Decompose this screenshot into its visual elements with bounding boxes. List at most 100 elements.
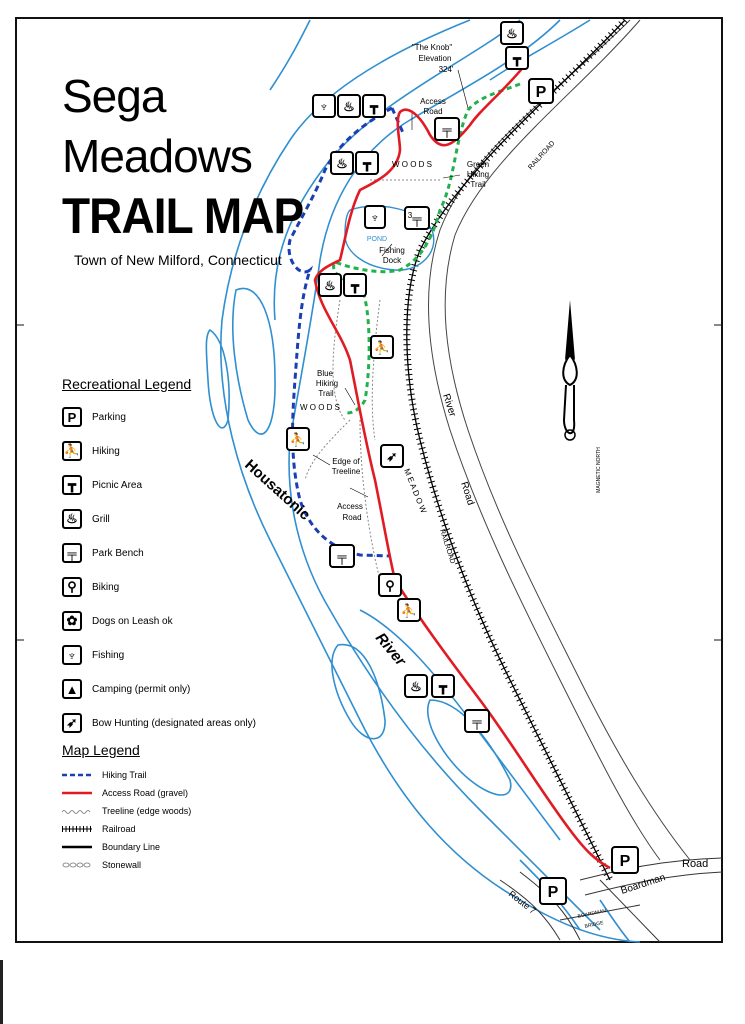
boardman-road bbox=[499, 857, 723, 943]
river-road bbox=[428, 19, 691, 861]
pond-label: POND bbox=[367, 236, 387, 243]
biking-icon: ⚲ bbox=[62, 577, 82, 597]
access-road bbox=[313, 64, 611, 870]
map-legend-label: Railroad bbox=[102, 824, 136, 834]
river-road-label: Road bbox=[458, 481, 476, 507]
svg-text:♨: ♨ bbox=[324, 278, 336, 293]
svg-text:⚲: ⚲ bbox=[385, 578, 395, 593]
magnetic-north-label: MAGNETIC NORTH bbox=[596, 447, 602, 493]
bow-hunting-icon: ➶ bbox=[380, 444, 404, 468]
svg-text:P: P bbox=[536, 84, 547, 101]
map-legend-item: Railroad bbox=[62, 820, 292, 838]
grill-icon: ♨ bbox=[330, 151, 354, 175]
park-bench-icon: ╤ bbox=[62, 543, 82, 563]
svg-text:┳: ┳ bbox=[438, 679, 448, 695]
legend-item: ➶ Bow Hunting (designated areas only) bbox=[62, 706, 292, 740]
legend-item: ⛹ Hiking bbox=[62, 434, 292, 468]
svg-text:♆: ♆ bbox=[370, 210, 380, 225]
map-legend-label: Boundary Line bbox=[102, 842, 161, 852]
picnic-table-icon: ┳ bbox=[355, 151, 379, 175]
bow-hunting-icon: ➶ bbox=[62, 713, 82, 733]
boardman-road-label: Boardman bbox=[620, 872, 667, 897]
map-legend: Map Legend Hiking Trail Access Road (gra… bbox=[62, 742, 292, 874]
svg-text:⛹: ⛹ bbox=[401, 602, 417, 618]
access-road-label: Road bbox=[423, 107, 442, 116]
legend-item: ⚲ Biking bbox=[62, 570, 292, 604]
park-bench-icon: ╤ bbox=[464, 709, 490, 733]
map-legend-label: Hiking Trail bbox=[102, 770, 147, 780]
biking-icon: ⚲ bbox=[378, 573, 402, 597]
road-label: Road bbox=[682, 858, 708, 870]
edge-treeline-label: Treeline bbox=[332, 467, 361, 476]
railroad bbox=[403, 17, 628, 882]
badge-3: 3 bbox=[408, 211, 413, 220]
svg-text:♨: ♨ bbox=[410, 679, 422, 694]
svg-text:P: P bbox=[620, 853, 631, 870]
svg-text:╤: ╤ bbox=[336, 549, 347, 566]
grill-icon: ♨ bbox=[337, 94, 361, 118]
compass-rose: MAGNETIC NORTH bbox=[562, 300, 602, 493]
legend-item: ▲ Camping (permit only) bbox=[62, 672, 292, 706]
treeline bbox=[304, 179, 440, 581]
river-label: River bbox=[372, 630, 410, 671]
legend-item-label: Park Bench bbox=[92, 547, 144, 559]
knob-label: "The Knob" bbox=[412, 43, 453, 52]
svg-text:┳: ┳ bbox=[362, 156, 372, 172]
picnic-table-icon: ┳ bbox=[431, 674, 455, 698]
boardman-bridge-label: BRIDGE bbox=[584, 920, 605, 930]
legend-item: ┳ Picnic Area bbox=[62, 468, 292, 502]
svg-text:╤: ╤ bbox=[441, 122, 452, 139]
legend-item-label: Hiking bbox=[92, 445, 120, 457]
legend-item-label: Fishing bbox=[92, 649, 125, 661]
blue-trail-label: Trail bbox=[318, 389, 333, 398]
svg-text:┳: ┳ bbox=[512, 51, 522, 67]
legend-item-label: Camping (permit only) bbox=[92, 683, 191, 695]
green-trail-label: Trail bbox=[470, 180, 485, 189]
page-edge bbox=[0, 960, 3, 1024]
picnic-table-icon: ┳ bbox=[62, 475, 82, 495]
boundary-line-swatch bbox=[62, 845, 92, 849]
green-trail-label: Green bbox=[467, 160, 489, 169]
legend-item: ♆ Fishing bbox=[62, 638, 292, 672]
blue-hiking-trail bbox=[287, 106, 393, 558]
legend-item-label: Dogs on Leash ok bbox=[92, 615, 173, 627]
parking-icon: P bbox=[528, 78, 554, 104]
grill-icon: ♨ bbox=[404, 674, 428, 698]
map-legend-item: Hiking Trail bbox=[62, 766, 292, 784]
grill-icon: ♨ bbox=[500, 21, 524, 45]
svg-text:╤: ╤ bbox=[471, 714, 482, 731]
map-border bbox=[15, 17, 723, 943]
parking-icon: P bbox=[539, 877, 567, 905]
title-line-1: Sega bbox=[62, 70, 166, 122]
recreational-legend-heading: Recreational Legend bbox=[62, 376, 192, 392]
title-block: Sega Meadows TRAIL MAP Town of New Milfo… bbox=[62, 70, 322, 268]
knob-elevation-value: 324' bbox=[439, 65, 454, 74]
park-bench-icon: ╤ bbox=[404, 206, 430, 230]
hiking-icon: ⛹ bbox=[370, 335, 394, 359]
fishing-icon: ♆ bbox=[62, 645, 82, 665]
treeline-swatch bbox=[62, 810, 91, 814]
fishing-icon: ♆ bbox=[312, 94, 336, 118]
title-line-3: TRAIL MAP bbox=[62, 188, 304, 244]
railroad-label: RAILROAD bbox=[527, 140, 556, 171]
legend-item-label: Parking bbox=[92, 411, 126, 423]
park-bench-icon: ╤ bbox=[434, 117, 460, 141]
knob-elevation-label: Elevation bbox=[419, 54, 452, 63]
railroad-swatch bbox=[62, 826, 92, 832]
fishing-dock-label: Fishing bbox=[379, 246, 405, 255]
camping-tent-icon: ▲ bbox=[62, 679, 82, 699]
access-road-label: Road bbox=[342, 513, 361, 522]
boardman-bridge-label: BOARDMAN bbox=[577, 908, 607, 920]
svg-text:♨: ♨ bbox=[343, 99, 355, 114]
title-line-2: Meadows bbox=[62, 130, 253, 182]
svg-text:P: P bbox=[548, 884, 559, 901]
park-bench-icon: ╤ bbox=[329, 544, 355, 568]
map-legend-item: Boundary Line bbox=[62, 838, 292, 856]
map-legend-item: Treeline (edge woods) bbox=[62, 802, 292, 820]
parking-icon: P bbox=[611, 846, 639, 874]
legend-item: ✿ Dogs on Leash ok bbox=[62, 604, 292, 638]
stonewall-swatch bbox=[62, 862, 91, 868]
title-subtitle: Town of New Milford, Connecticut bbox=[74, 252, 282, 268]
picnic-table-icon: ┳ bbox=[343, 273, 367, 297]
